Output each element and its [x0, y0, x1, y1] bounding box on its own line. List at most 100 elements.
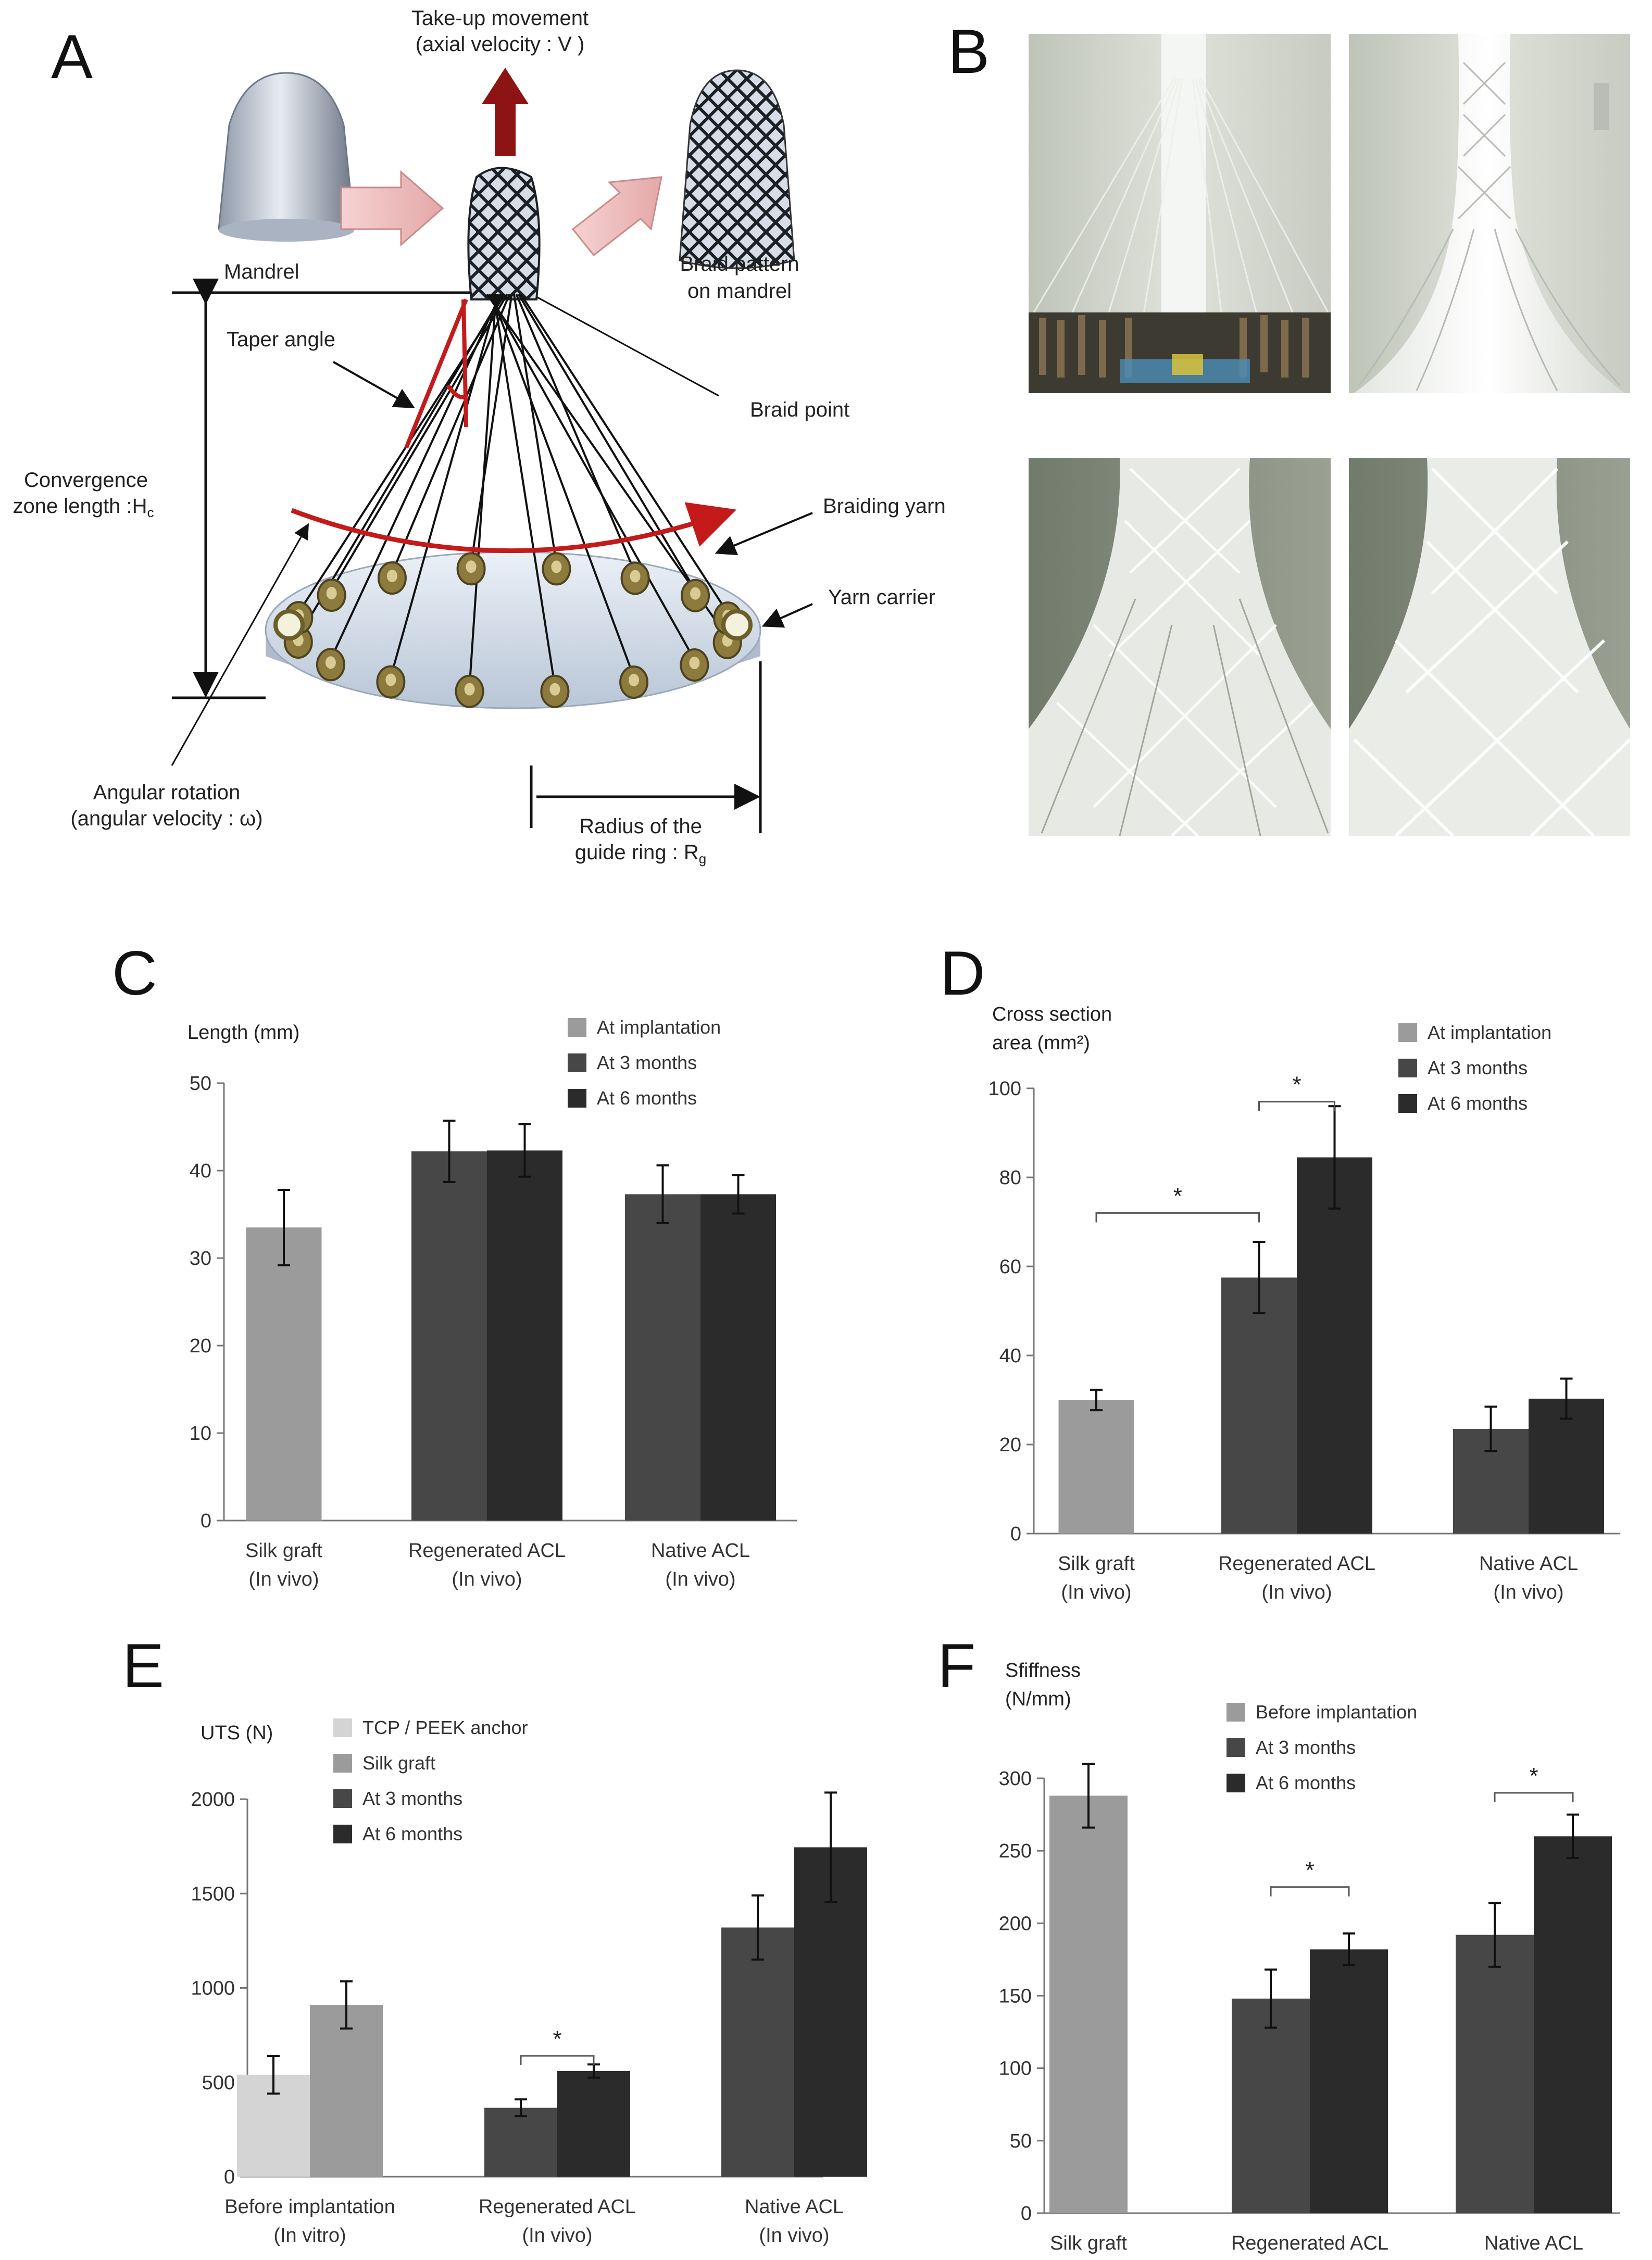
legend-swatch: [333, 1718, 352, 1737]
category-label: Silk graft: [1050, 2232, 1127, 2254]
panel-letter-c: C: [112, 938, 157, 1008]
legend-swatch: [1398, 1094, 1417, 1113]
yarn-carrier-bobbin: [376, 665, 406, 699]
significance-mark: *: [553, 2026, 561, 2052]
legend-label: At 6 months: [597, 1087, 697, 1109]
convergence-dimension: [172, 279, 471, 699]
legend-label: At 3 months: [1256, 1737, 1356, 1758]
category-label: Native ACL: [1479, 1553, 1578, 1575]
angular-rotation-label-line1: Angular rotation: [93, 781, 240, 804]
yarn-carrier-bobbin: [619, 666, 649, 699]
legend-swatch: [1227, 1774, 1245, 1792]
braid-pattern-label-line2: on mandrel: [687, 280, 792, 303]
bar: [1049, 1796, 1128, 2213]
panel-letter-f: F: [937, 1631, 976, 1701]
y-tick-label: 100: [999, 2058, 1032, 2080]
braid-point-leader: [536, 296, 719, 397]
photo-braiding-machine: [1029, 34, 1331, 393]
legend-swatch: [568, 1089, 586, 1108]
panel-letter-d: D: [940, 938, 985, 1008]
braiding-diagram: Mandrel Take-up movement (axial velocity…: [13, 7, 946, 867]
braid-point-label: Braid point: [750, 398, 849, 421]
bar: [487, 1150, 562, 1521]
legend-label: At 6 months: [1256, 1772, 1356, 1793]
y-tick-label: 1000: [191, 1978, 235, 2000]
legend-swatch: [333, 1754, 352, 1773]
category-sublabel: (In vivo): [759, 2225, 829, 2246]
legend-label: TCP / PEEK anchor: [362, 1717, 528, 1738]
y-axis-label-line1: Sfiffness: [1005, 1660, 1081, 1681]
bar: [411, 1151, 487, 1521]
braiding-yarn-line: [470, 294, 513, 564]
legend-swatch: [1227, 1738, 1245, 1757]
legend-label: At implantation: [1428, 1022, 1551, 1043]
category-label: Before implantation: [224, 2196, 395, 2218]
bar: [484, 2107, 557, 2177]
yarn-carrier-eyelet: [273, 609, 305, 641]
y-tick-label: 30: [190, 1248, 211, 1270]
category-sublabel: (In vivo): [1261, 1581, 1332, 1603]
significance-mark: *: [1173, 1183, 1182, 1209]
legend-label: At implantation: [597, 1016, 721, 1038]
bar: [557, 2071, 630, 2177]
significance-bracket: [1270, 1886, 1350, 1897]
taper-angle-lines: [404, 298, 468, 449]
yarn-carrier-bobbin: [542, 552, 571, 586]
braiding-yarn-line: [390, 294, 499, 677]
braiding-yarn-line: [490, 294, 635, 677]
y-axis-label-line2: area (mm²): [992, 1032, 1090, 1054]
legend-label: At 3 months: [362, 1788, 462, 1809]
legend-swatch: [1398, 1023, 1417, 1042]
category-sublabel: (In vivo): [1061, 1581, 1131, 1603]
significance-mark: *: [1305, 1857, 1314, 1883]
yarn-carrier-bobbin: [680, 648, 709, 682]
braiding-yarns: [297, 293, 729, 687]
y-tick-label: 50: [190, 1073, 211, 1095]
y-tick-label: 40: [999, 1345, 1021, 1367]
bar: [700, 1194, 776, 1521]
braiding-yarn-label: Braiding yarn: [823, 495, 946, 518]
y-tick-label: 0: [201, 1510, 211, 1532]
legend-swatch: [1398, 1059, 1417, 1077]
y-tick-label: 20: [999, 1434, 1021, 1456]
category-sublabel: (In vivo): [452, 1568, 522, 1590]
category-sublabel: (In vivo): [522, 2225, 592, 2246]
bar: [625, 1194, 700, 1521]
y-axis-label: Length (mm): [187, 1022, 299, 1044]
legend-label: Before implantation: [1256, 1701, 1417, 1723]
yarn-carrier-bobbin: [456, 552, 486, 586]
braid-pattern-label-line1: Braid pattern: [680, 253, 799, 275]
braid-pattern-mandrel: [679, 69, 795, 269]
photo-braid-forming: [1349, 34, 1630, 393]
bar: [246, 1227, 322, 1521]
yarn-carrier-bobbin: [316, 648, 345, 682]
bar: [1310, 1949, 1388, 2213]
significance-bracket: [1494, 1792, 1574, 1802]
process-arrow-left: [340, 170, 444, 247]
radius-label-line2: guide ring : Rg: [575, 841, 706, 867]
category-sublabel: (In vivo): [1493, 1581, 1563, 1603]
braiding-yarn-leader: [715, 512, 813, 556]
bar: [1297, 1157, 1372, 1534]
legend-swatch: [568, 1018, 586, 1037]
category-sublabel: (In vivo): [665, 1568, 735, 1590]
takeup-label-line2: (axial velocity : V ): [416, 33, 585, 56]
takeup-label-line1: Take-up movement: [411, 7, 589, 30]
y-tick-label: 200: [999, 1913, 1032, 1935]
significance-mark: *: [1529, 1763, 1538, 1789]
take-up-arrow: [482, 68, 529, 156]
mandrel-label: Mandrel: [224, 260, 299, 283]
yarn-carrier-leader: [761, 603, 813, 628]
y-axis-label-line2: (N/mm): [1005, 1688, 1071, 1710]
photo-braid-closeup-1: [1029, 458, 1331, 837]
category-label: Regenerated ACL: [1231, 2232, 1388, 2254]
y-axis-label-line1: Cross section: [992, 1003, 1112, 1025]
y-tick-label: 100: [988, 1078, 1021, 1100]
significance-mark: *: [1292, 1072, 1301, 1098]
category-label: Native ACL: [745, 2196, 844, 2218]
category-label: Native ACL: [1484, 2232, 1583, 2254]
legend-label: At 3 months: [1428, 1057, 1528, 1078]
legend-label: Silk graft: [362, 1752, 435, 1774]
y-axis-label: UTS (N): [201, 1722, 273, 1744]
